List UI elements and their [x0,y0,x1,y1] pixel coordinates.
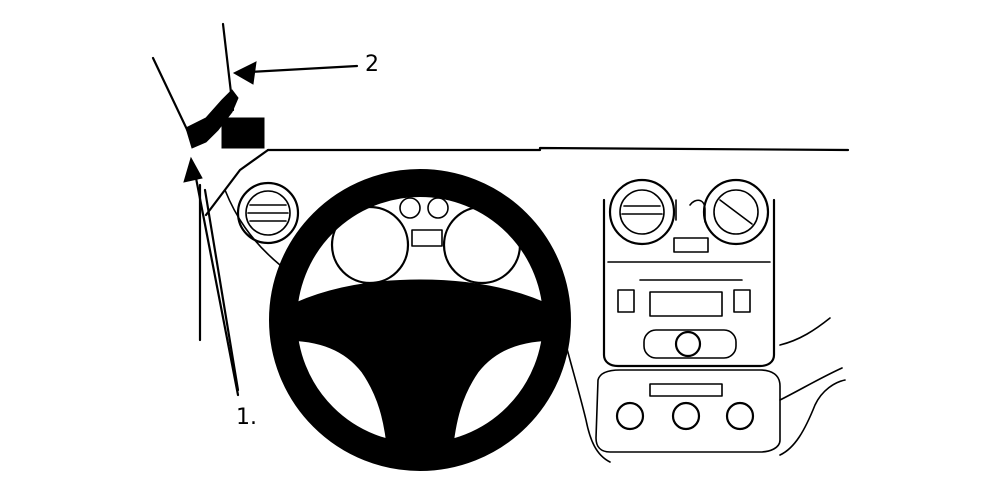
callout-1-leader [194,176,240,397]
callout-2-label: 2 [365,52,379,77]
climate-knob-center [671,401,701,431]
climate-knob-right [725,401,755,431]
dashboard-top-edge [266,146,850,152]
steering-wheel-hub [282,279,559,456]
callout-2-leader [248,64,359,74]
center-vent-left-inner [619,189,665,235]
dashboard-outline [204,146,850,266]
climate-knob-left [615,401,645,431]
center-vent-right-inner [713,189,759,235]
cluster-display [411,229,443,247]
center-vent-left-slats [621,205,663,215]
console-frame [602,198,776,368]
hazard-switch [675,199,706,223]
left-vent-inner-ring [245,190,291,236]
radio-left-buttons [617,289,635,313]
center-vent-right-outer [702,178,770,246]
climate-button-strip [649,383,723,397]
mount-plate [221,117,265,149]
dashboard-right-contour-lower [779,367,843,401]
dashboard-right-contour-upper [779,317,831,346]
tunnel-left-contour [565,344,611,463]
mount-arm [185,89,239,149]
center-vent-right-slat [719,199,753,225]
callout-arrows [183,61,359,397]
center-vent-left-outer [608,178,676,246]
climate-controls [595,369,781,453]
callout-2-arrowhead [232,61,257,85]
left-vent-slats [247,204,289,222]
cluster-gauge-left [399,197,421,219]
callout-1-label: 1. [236,405,257,430]
cluster-gauge-right [427,197,449,219]
windshield-edge-left [151,56,194,142]
center-console [602,178,776,368]
console-small-button [673,237,709,253]
radio-right-buttons [733,289,751,313]
console-side-contours [565,317,846,463]
radio-control-bar [643,329,737,359]
radio-knob [674,330,702,358]
climate-panel [595,369,781,453]
mount-bracket [185,89,265,149]
tunnel-right-contour [779,379,846,456]
left-air-vent [236,181,300,245]
pillar-lower-right [203,188,240,392]
dashboard-left-contour [224,189,281,266]
radio-display [649,291,723,317]
callout-1-arrowhead [183,156,203,183]
left-vent-outer-ring [236,181,300,245]
steering-wheel [269,169,571,471]
dashboard-left-corner [204,148,270,217]
a-pillar [151,22,240,392]
